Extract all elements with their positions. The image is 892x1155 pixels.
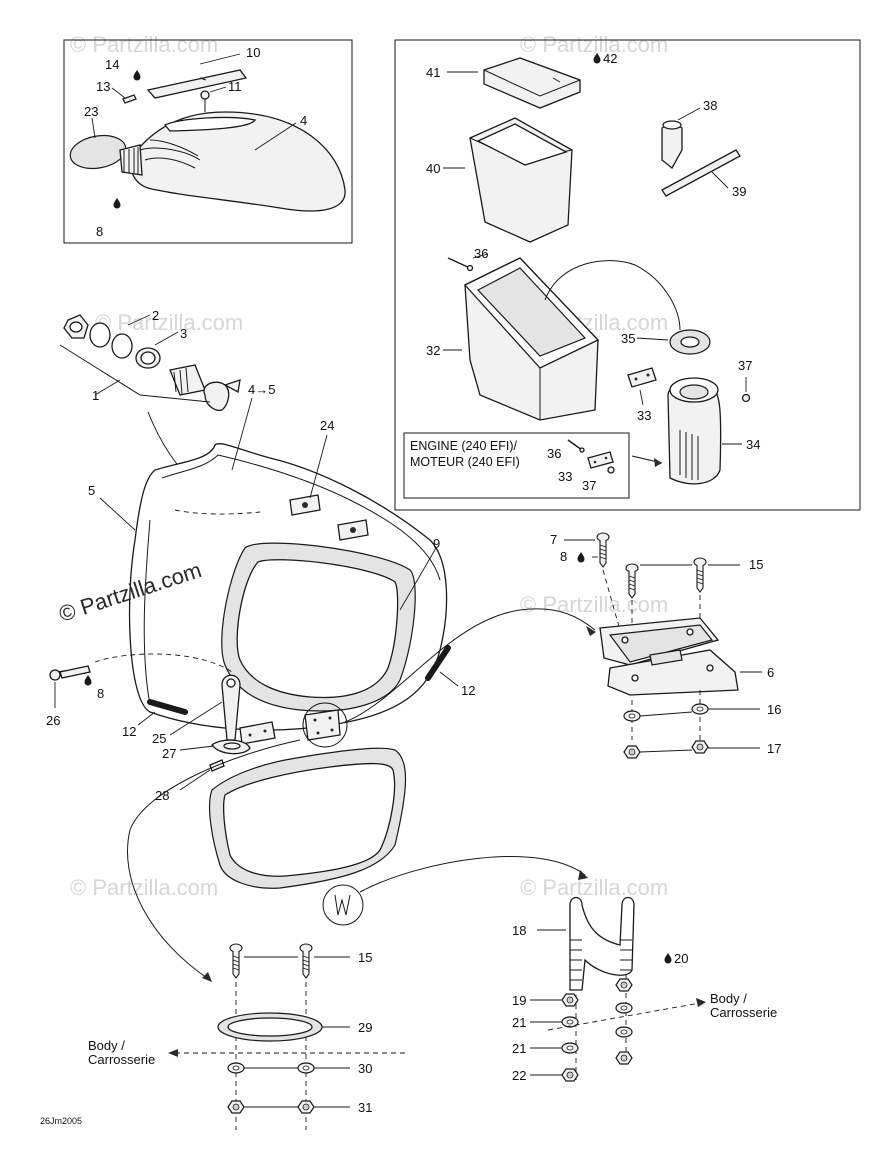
callout-10: 10 bbox=[246, 45, 260, 60]
callout-9: 9 bbox=[433, 536, 440, 551]
callout-16: 16 bbox=[767, 702, 781, 717]
washer-icon bbox=[561, 1042, 579, 1054]
lower-left-fasteners bbox=[168, 943, 405, 1130]
nut-icon bbox=[297, 1100, 315, 1114]
callout-7: 7 bbox=[550, 532, 557, 547]
callout-3: 3 bbox=[180, 326, 187, 341]
lubricant-drop-icon bbox=[84, 675, 92, 686]
inset-box-storage bbox=[394, 39, 861, 511]
nut-icon bbox=[227, 1100, 245, 1114]
screw-icon bbox=[693, 557, 707, 593]
nut-icon bbox=[561, 1068, 579, 1082]
watermark: © Partzilla.com bbox=[520, 875, 668, 900]
lower-right-u-bolt bbox=[530, 896, 706, 1082]
callout-28: 28 bbox=[155, 788, 169, 803]
callout-18: 18 bbox=[512, 923, 526, 938]
lubricant-drop-icon bbox=[133, 70, 141, 81]
watermark-layer: © Partzilla.com © Partzilla.com © Partzi… bbox=[70, 32, 668, 900]
lubricant-drop-icon bbox=[113, 198, 121, 209]
watermark: © Partzilla.com bbox=[70, 875, 218, 900]
cover-part bbox=[129, 111, 346, 212]
callout-40: 40 bbox=[426, 161, 440, 176]
callout-13: 13 bbox=[96, 79, 110, 94]
callout-8: 8 bbox=[96, 224, 103, 239]
callout-23: 23 bbox=[84, 104, 98, 119]
callout-20: 20 bbox=[674, 951, 688, 966]
callout-12b: 12 bbox=[461, 683, 475, 698]
callout-31: 31 bbox=[358, 1100, 372, 1115]
body-label-right-line2: Carrosserie bbox=[710, 1005, 777, 1020]
washer-icon bbox=[615, 1002, 633, 1014]
body-label-left-line1: Body / bbox=[88, 1038, 125, 1053]
callout-21b: 21 bbox=[512, 1041, 526, 1056]
nut-icon bbox=[623, 745, 641, 759]
callout-36b: 36 bbox=[547, 446, 561, 461]
watermark: © Partzilla.com bbox=[520, 32, 668, 57]
watermark: © Partzilla.com bbox=[95, 310, 243, 335]
screw-icon bbox=[299, 943, 313, 979]
callout-4-5: 4→5 bbox=[248, 382, 275, 397]
callout-38: 38 bbox=[703, 98, 717, 113]
screw-icon bbox=[596, 532, 610, 568]
callout-2: 2 bbox=[152, 308, 159, 323]
callout-21: 21 bbox=[512, 1015, 526, 1030]
callout-24: 24 bbox=[320, 418, 334, 433]
callout-33b: 33 bbox=[558, 469, 572, 484]
callout-26: 26 bbox=[46, 713, 60, 728]
nut-icon bbox=[561, 993, 579, 1007]
hinge-detail bbox=[564, 532, 762, 759]
callout-22: 22 bbox=[512, 1068, 526, 1083]
callout-1: 1 bbox=[92, 388, 99, 403]
callout-30: 30 bbox=[358, 1061, 372, 1076]
callout-14: 14 bbox=[105, 57, 119, 72]
callout-8b: 8 bbox=[97, 686, 104, 701]
callout-11: 11 bbox=[228, 79, 242, 94]
callout-32: 32 bbox=[426, 343, 440, 358]
callout-29: 29 bbox=[358, 1020, 372, 1035]
callout-37: 37 bbox=[738, 358, 752, 373]
washer-icon bbox=[297, 1062, 315, 1074]
body-label-right-line1: Body / bbox=[710, 991, 747, 1006]
callout-27: 27 bbox=[162, 746, 176, 761]
callout-4: 4 bbox=[300, 113, 307, 128]
washer-icon bbox=[227, 1062, 245, 1074]
watermark: © Partzilla.com bbox=[70, 32, 218, 57]
callout-36: 36 bbox=[474, 246, 488, 261]
watermark: © Partzilla.com bbox=[520, 592, 668, 617]
body-label-left-line2: Carrosserie bbox=[88, 1052, 155, 1067]
callout-15: 15 bbox=[749, 557, 763, 572]
footer-code: 26Jm2005 bbox=[40, 1116, 82, 1126]
callout-33: 33 bbox=[637, 408, 651, 423]
callout-19: 19 bbox=[512, 993, 526, 1008]
main-assembly bbox=[49, 314, 596, 982]
callout-39: 39 bbox=[732, 184, 746, 199]
engine-box-line1: ENGINE (240 EFI)/ bbox=[410, 439, 517, 453]
callout-25: 25 bbox=[152, 731, 166, 746]
nut-icon bbox=[615, 978, 633, 992]
callout-17: 17 bbox=[767, 741, 781, 756]
callout-15b: 15 bbox=[358, 950, 372, 965]
nut-icon bbox=[691, 740, 709, 754]
engine-box-line2: MOTEUR (240 EFI) bbox=[410, 455, 520, 469]
callout-6: 6 bbox=[767, 665, 774, 680]
washer-icon bbox=[615, 1026, 633, 1038]
callout-34: 34 bbox=[746, 437, 760, 452]
screw-icon bbox=[229, 943, 243, 979]
callout-41: 41 bbox=[426, 65, 440, 80]
lubricant-drop-icon bbox=[577, 552, 585, 563]
lubricant-drop-icon bbox=[664, 953, 672, 964]
inset-box-cover bbox=[63, 39, 353, 244]
callout-42: 42 bbox=[603, 51, 617, 66]
washer-icon bbox=[691, 703, 709, 715]
callout-35: 35 bbox=[621, 331, 635, 346]
nut-icon bbox=[615, 1051, 633, 1065]
callout-5: 5 bbox=[88, 483, 95, 498]
washer-icon bbox=[623, 710, 641, 722]
callout-12: 12 bbox=[122, 724, 136, 739]
callout-8c: 8 bbox=[560, 549, 567, 564]
callout-37b: 37 bbox=[582, 478, 596, 493]
